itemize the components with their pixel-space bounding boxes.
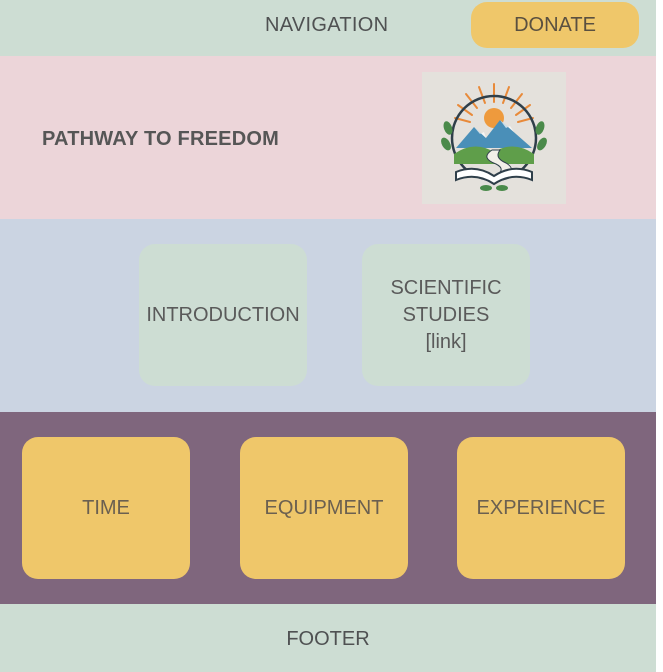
navigation-bar: NAVIGATION DONATE (0, 0, 656, 56)
cards-section: TIME EQUIPMENT EXPERIENCE (0, 412, 656, 604)
links-section: INTRODUCTION SCIENTIFIC STUDIES [link] (0, 219, 656, 412)
experience-card[interactable]: EXPERIENCE (457, 437, 625, 579)
page-title: PATHWAY TO FREEDOM (42, 128, 279, 150)
sun-mountains-path-book-logo-icon (441, 83, 547, 191)
footer-label: FOOTER (286, 628, 370, 650)
introduction-button[interactable]: INTRODUCTION (139, 244, 307, 386)
hero-section: PATHWAY TO FREEDOM (0, 56, 656, 219)
donate-button[interactable]: DONATE (471, 2, 639, 48)
logo (422, 72, 566, 204)
scientific-studies-link[interactable]: SCIENTIFIC STUDIES [link] (362, 244, 530, 386)
navigation-label[interactable]: NAVIGATION (265, 14, 389, 36)
equipment-card[interactable]: EQUIPMENT (240, 437, 408, 579)
scientific-studies-label-line2: STUDIES (402, 303, 490, 326)
scientific-studies-link-text[interactable]: [link] (425, 330, 467, 353)
time-card[interactable]: TIME (22, 437, 190, 579)
scientific-studies-label-line1: SCIENTIFIC (390, 276, 502, 299)
footer: FOOTER (0, 604, 656, 672)
